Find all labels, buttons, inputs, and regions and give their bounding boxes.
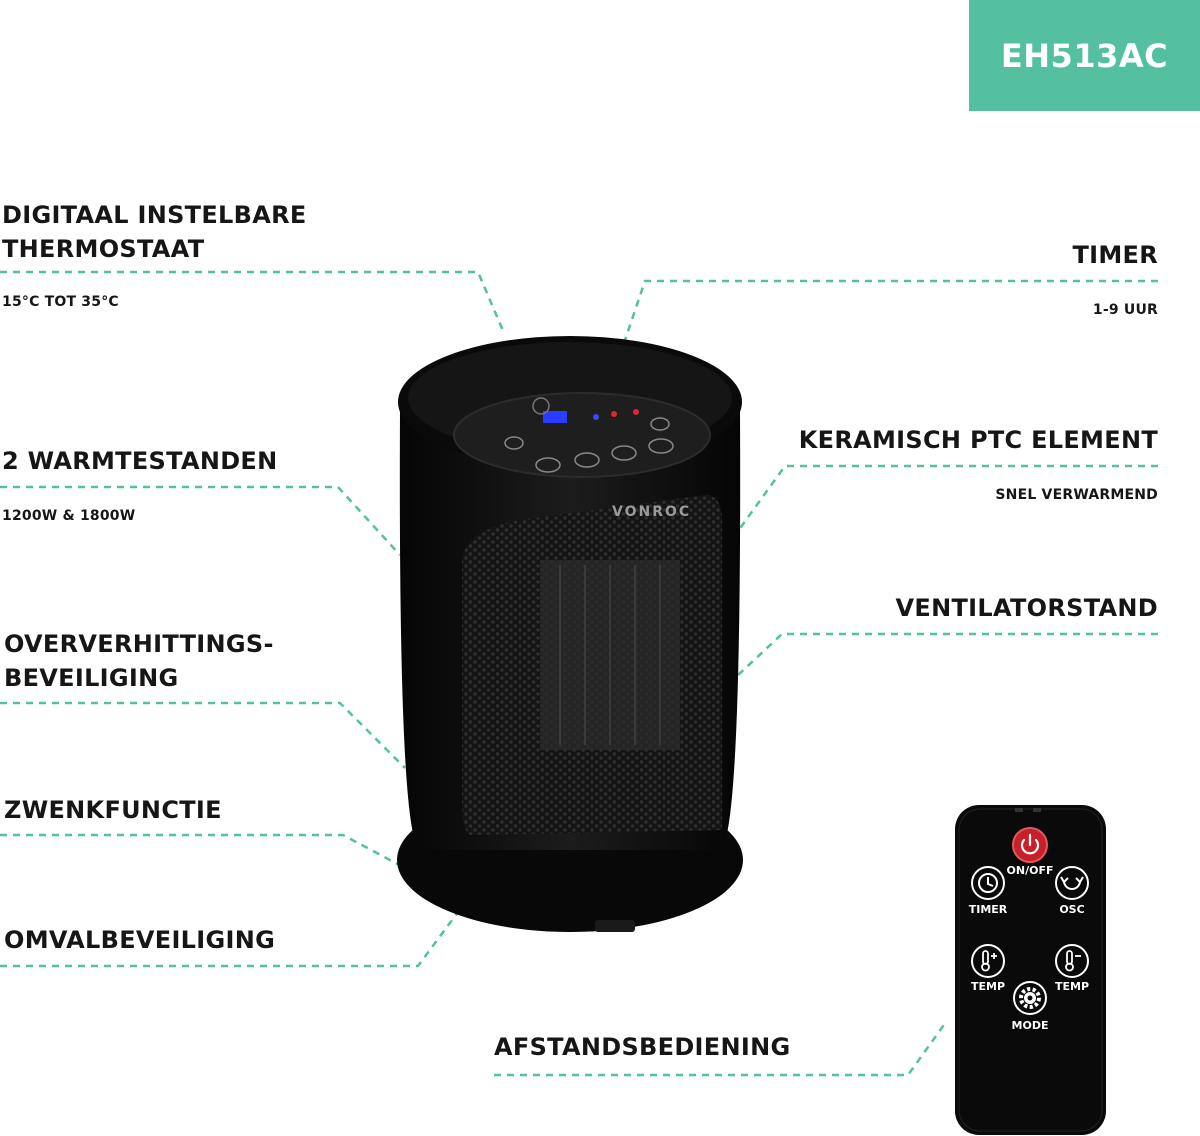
thermostat-title: DIGITAAL INSTELBARE THERMOSTAAT (2, 201, 307, 263)
leader-timer (622, 279, 1158, 344)
remote-control: ON/OFF TIMER OSC (955, 805, 1106, 1135)
brand-label: VONROC (612, 504, 691, 520)
leader-power-modes (0, 485, 401, 556)
leader-fan (721, 632, 1158, 691)
ceramic-title: KERAMISCH PTC ELEMENT (798, 426, 1158, 454)
remote-timer-label: TIMER (969, 903, 1008, 916)
timer-title: TIMER (1072, 241, 1158, 269)
remote-power-button[interactable] (1012, 827, 1048, 863)
leader-remote (494, 1021, 948, 1077)
leader-lines (0, 270, 1158, 1077)
remote-temp-down-label: TEMP (1055, 980, 1089, 993)
power-modes-sub: 1200W & 1800W (2, 508, 136, 524)
fan-title: VENTILATORSTAND (895, 594, 1158, 622)
leader-thermostat (0, 270, 506, 334)
model-badge: EH513AC (969, 0, 1200, 111)
gear-icon (1019, 987, 1041, 1009)
control-panel (453, 392, 711, 478)
remote-temp-up-button[interactable] (971, 944, 1005, 978)
remote-title: AFSTANDSBEDIENING (494, 1033, 791, 1061)
remote-mode-label: MODE (1012, 1019, 1049, 1032)
remote-mode-button[interactable] (1013, 981, 1047, 1015)
remote-osc-button[interactable] (1055, 866, 1089, 900)
remote-timer-button[interactable] (971, 866, 1005, 900)
oscillate-icon (1060, 876, 1084, 890)
heater: VONROC (397, 336, 743, 932)
power-icon (1020, 833, 1040, 855)
leader-ceramic (731, 464, 1158, 539)
display (543, 411, 567, 423)
remote-temp-up-label: TEMP (971, 980, 1005, 993)
oscillation-title: ZWENKFUNCTIE (4, 796, 222, 824)
leader-tip-over (0, 911, 460, 968)
remote-power-label: ON/OFF (1007, 864, 1054, 877)
power-modes-title: 2 WARMTESTANDEN (2, 447, 278, 475)
thermometer-plus-icon (981, 950, 997, 972)
clock-icon (978, 873, 998, 893)
thermostat-sub: 15°C TOT 35°C (2, 294, 119, 310)
thermometer-minus-icon (1065, 950, 1081, 972)
overheat-title: OVERVERHITTINGS- BEVEILIGING (4, 630, 274, 692)
leader-oscillation (0, 833, 406, 870)
timer-sub: 1-9 UUR (1092, 302, 1158, 318)
leader-overheat (0, 701, 406, 769)
tip-over-title: OMVALBEVEILIGING (4, 926, 276, 954)
remote-osc-label: OSC (1059, 903, 1084, 916)
ceramic-sub: SNEL VERWARMEND (995, 487, 1158, 503)
remote-temp-down-button[interactable] (1055, 944, 1089, 978)
